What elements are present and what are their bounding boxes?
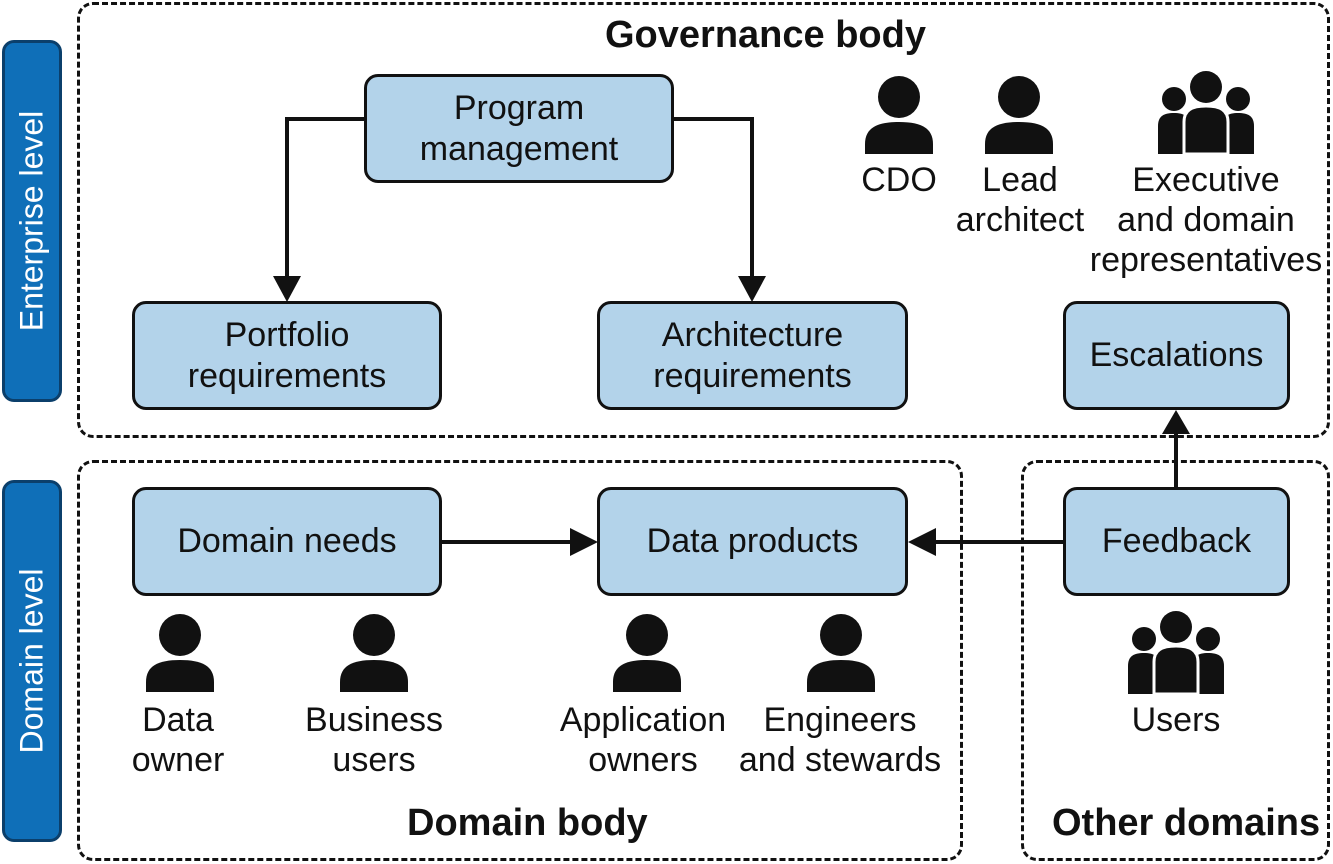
data-owner-label: Data owner — [131, 701, 225, 780]
engineers-stewards-person-icon — [807, 614, 875, 692]
domain-level-bar: Domain level — [2, 480, 62, 842]
architecture-requirements-box: Architecture requirements — [597, 301, 908, 410]
executives-label: Executive and domain representatives — [1089, 161, 1323, 280]
lead-architect-label: Lead architect — [955, 161, 1085, 240]
users-people-group-icon — [1128, 611, 1224, 694]
other-domains-title: Other domains — [1052, 802, 1321, 844]
domain-body-title: Domain body — [407, 802, 648, 844]
users-label: Users — [1131, 701, 1221, 739]
arrow-program-to-portfolio — [285, 117, 364, 278]
program-management-box: Program management — [364, 74, 674, 183]
portfolio-requirements-box: Portfolio requirements — [132, 301, 442, 410]
engineers-stewards-label: Engineers and stewards — [738, 701, 942, 780]
arrow-program-to-architecture — [673, 117, 754, 278]
cdo-person-icon — [865, 76, 933, 154]
business-users-label: Business users — [305, 701, 443, 780]
governance-body-group — [77, 2, 1330, 438]
application-owners-person-icon — [613, 614, 681, 692]
data-owner-person-icon — [146, 614, 214, 692]
domain-body-group — [77, 460, 963, 861]
application-owners-label: Application owners — [559, 701, 727, 780]
governance-body-title: Governance body — [605, 14, 926, 56]
escalations-box: Escalations — [1063, 301, 1290, 410]
executives-people-group-icon — [1158, 71, 1254, 154]
cdo-label: CDO — [861, 161, 937, 199]
domain-needs-box: Domain needs — [132, 487, 442, 596]
lead-architect-person-icon — [985, 76, 1053, 154]
feedback-box: Feedback — [1063, 487, 1290, 596]
data-products-box: Data products — [597, 487, 908, 596]
business-users-person-icon — [340, 614, 408, 692]
enterprise-level-bar: Enterprise level — [2, 40, 62, 402]
